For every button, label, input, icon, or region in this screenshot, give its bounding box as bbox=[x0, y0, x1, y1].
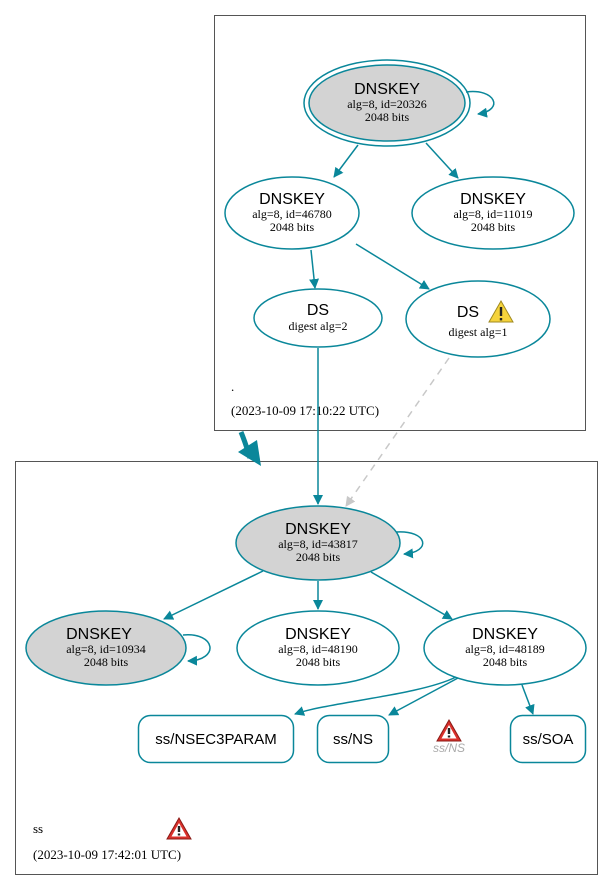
edge-ss-ksk-to-48189 bbox=[370, 571, 453, 620]
ss-key-48190-line1: alg=8, id=48190 bbox=[278, 642, 358, 656]
ss-key-48190-title: DNSKEY bbox=[285, 626, 351, 643]
root-ksk-self-loop bbox=[465, 90, 495, 118]
root-ds-alg1-node[interactable]: DS digest alg=1 bbox=[405, 280, 551, 358]
ss-key-48190-line2: 2048 bits bbox=[296, 655, 341, 669]
rr-soa-label: ss/SOA bbox=[523, 731, 574, 748]
root-zone-box bbox=[214, 15, 586, 431]
ss-key-10934-node[interactable]: DNSKEY alg=8, id=10934 2048 bits bbox=[25, 610, 187, 686]
error-icon bbox=[166, 816, 192, 840]
ss-key-48189-node[interactable]: DNSKEY alg=8, id=48189 2048 bits bbox=[423, 610, 587, 686]
root-ksk-node[interactable]: DNSKEY alg=8, id=20326 2048 bits bbox=[303, 59, 471, 147]
ss-key-48189-title: DNSKEY bbox=[472, 626, 538, 643]
ss-key-48189-line2: 2048 bits bbox=[483, 655, 528, 669]
ss-ksk-title: DNSKEY bbox=[285, 521, 351, 538]
ghost-ns-label: ss/NS bbox=[433, 741, 465, 755]
root-ksk-title: DNSKEY bbox=[354, 81, 420, 98]
delegation-arrowhead bbox=[238, 440, 261, 466]
ss-ksk-self-loop bbox=[395, 531, 424, 559]
edge-48189-to-ns bbox=[388, 677, 459, 716]
ss-key-10934-line2: 2048 bits bbox=[84, 655, 129, 669]
ss-ksk-node[interactable]: DNSKEY alg=8, id=43817 2048 bits bbox=[235, 505, 401, 581]
ss-zone-timestamp: (2023-10-09 17:42:01 UTC) bbox=[33, 847, 181, 862]
ss-key-10934-self-loop bbox=[182, 634, 211, 666]
root-ksk-line2: 2048 bits bbox=[365, 110, 410, 124]
root-zsk-a-title: DNSKEY bbox=[259, 191, 325, 208]
edge-ss-ksk-to-10934 bbox=[163, 570, 264, 620]
rr-nsec3param-box[interactable]: ss/NSEC3PARAM bbox=[137, 714, 295, 764]
edge-ksk-to-zsk-b bbox=[425, 142, 459, 179]
edge-ksk-to-zsk-a bbox=[333, 144, 359, 178]
root-zsk-b-line2: 2048 bits bbox=[471, 220, 516, 234]
root-zsk-46780-node[interactable]: DNSKEY alg=8, id=46780 2048 bits bbox=[224, 176, 360, 250]
root-zsk-b-line1: alg=8, id=11019 bbox=[453, 207, 532, 221]
root-ksk-line1: alg=8, id=20326 bbox=[347, 97, 427, 111]
ss-ksk-line1: alg=8, id=43817 bbox=[278, 537, 358, 551]
root-zsk-a-line1: alg=8, id=46780 bbox=[252, 207, 332, 221]
rr-ns-box[interactable]: ss/NS bbox=[316, 714, 390, 764]
edge-48189-to-nsec3param bbox=[294, 676, 457, 716]
root-ds-alg2-node[interactable]: DS digest alg=2 bbox=[253, 288, 383, 348]
error-icon bbox=[436, 718, 462, 742]
root-zone-name: . bbox=[231, 379, 234, 394]
ss-zone-box bbox=[15, 461, 598, 875]
root-zone-timestamp: (2023-10-09 17:10:22 UTC) bbox=[231, 403, 379, 418]
root-ds1-line1: digest alg=1 bbox=[448, 325, 507, 339]
ss-key-10934-title: DNSKEY bbox=[66, 626, 132, 643]
ss-key-10934-line1: alg=8, id=10934 bbox=[66, 642, 146, 656]
edge-ds1-to-ss-ksk bbox=[345, 357, 450, 507]
root-ds2-line1: digest alg=2 bbox=[288, 319, 347, 333]
root-ds2-title: DS bbox=[307, 302, 329, 319]
ss-ksk-line2: 2048 bits bbox=[296, 550, 341, 564]
ss-key-48190-node[interactable]: DNSKEY alg=8, id=48190 2048 bits bbox=[236, 610, 400, 686]
edge-zsk-a-to-ds2 bbox=[309, 249, 320, 289]
root-zsk-11019-node[interactable]: DNSKEY alg=8, id=11019 2048 bits bbox=[411, 176, 575, 250]
warning-icon bbox=[488, 299, 514, 323]
root-zsk-a-line2: 2048 bits bbox=[270, 220, 315, 234]
root-zsk-b-title: DNSKEY bbox=[460, 191, 526, 208]
ss-key-48189-line1: alg=8, id=48189 bbox=[465, 642, 545, 656]
ghost-ns-node[interactable]: ss/NS bbox=[433, 718, 465, 755]
ss-zone-name: ss bbox=[33, 821, 43, 836]
edge-zsk-a-to-ds1 bbox=[355, 243, 430, 290]
rr-soa-box[interactable]: ss/SOA bbox=[509, 714, 587, 764]
rr-ns-label: ss/NS bbox=[333, 731, 373, 748]
rr-nsec3param-label: ss/NSEC3PARAM bbox=[155, 731, 276, 748]
edge-48189-to-soa bbox=[521, 684, 535, 715]
root-ds1-title: DS bbox=[457, 304, 479, 321]
